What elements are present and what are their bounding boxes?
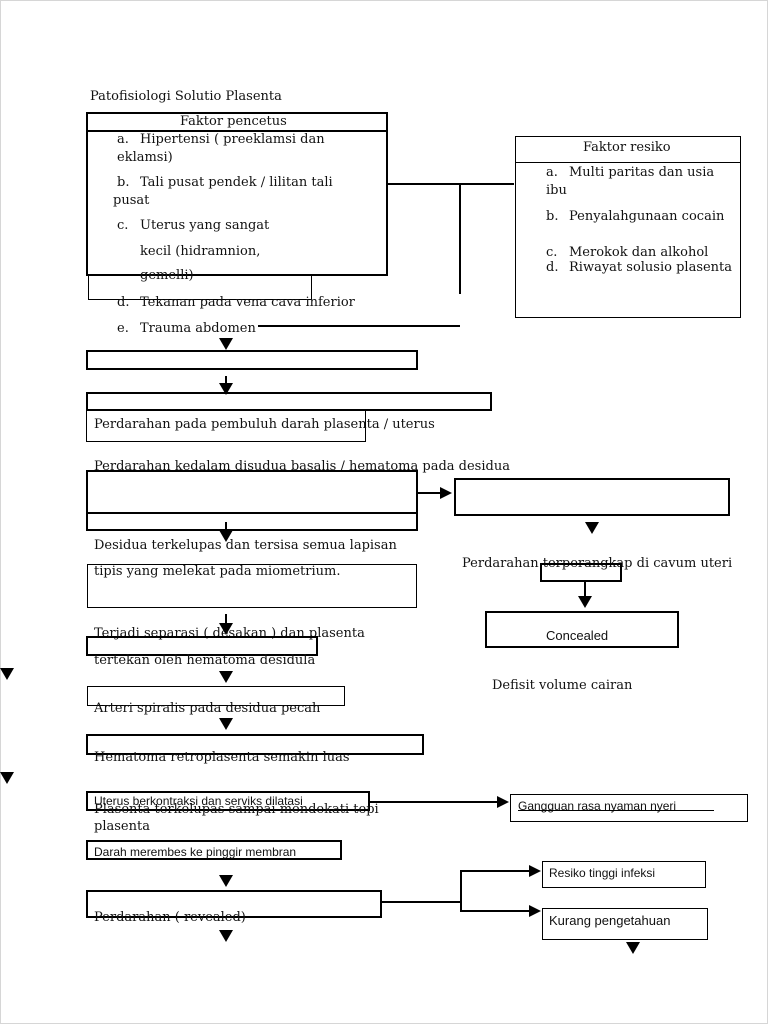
- pencetus-e-marker: e.: [117, 321, 129, 336]
- connector-line: [386, 183, 514, 185]
- resiko-c-marker: c.: [546, 245, 558, 260]
- pencetus-e-line1: Trauma abdomen: [140, 321, 256, 336]
- concealed-text: Concealed: [546, 628, 609, 643]
- arrow-down-icon: [578, 596, 592, 608]
- faktor-pencetus-lower-box: [88, 274, 312, 300]
- arrow-down-icon: [219, 930, 233, 942]
- connector-line: [225, 522, 227, 534]
- arrow-right-icon: [529, 905, 541, 917]
- gangguan-text: Gangguan rasa nyaman nyeri: [518, 799, 677, 813]
- arrow-down-icon: [626, 942, 640, 954]
- gangguan-box: [510, 794, 748, 822]
- flow-box: [86, 734, 424, 755]
- arrow-right-icon: [440, 487, 452, 499]
- uterus-kontraksi-text: Uterus berkontraksi dan serviks dilatasi: [94, 794, 303, 808]
- arrow-right-icon: [529, 865, 541, 877]
- connector-line: [462, 910, 532, 912]
- resiko-a-marker: a.: [546, 165, 558, 180]
- flow-box-empty: [86, 350, 418, 370]
- connector-line: [459, 184, 461, 294]
- darah-merembes-text: Darah merembes ke pinggir membran: [94, 845, 297, 859]
- right-flow-box: [540, 563, 622, 582]
- arrow-down-icon: [219, 718, 233, 730]
- pencetus-a-line2: eklamsi): [117, 150, 173, 165]
- flow-box: [86, 470, 418, 514]
- resiko-b-line1: Penyalahgunaan cocain: [569, 209, 725, 224]
- flow-box: [87, 686, 345, 706]
- flow-box: [86, 890, 382, 918]
- pencetus-d-line1: Tekanan pada vena cava inferior: [140, 295, 355, 310]
- flow-box: [86, 840, 342, 860]
- placenta-line1: Plasenta terkelupas sampai mendekati tep…: [94, 802, 379, 817]
- arrow-down-icon: [219, 875, 233, 887]
- resiko-c-line1: Merokok dan alkohol: [569, 245, 709, 260]
- placenta-line2: plasenta: [94, 819, 150, 834]
- connector-line: [460, 870, 462, 912]
- flow-box: [87, 564, 417, 608]
- flow-box: [86, 636, 318, 656]
- defisit-text: Defisit volume cairan: [492, 678, 633, 693]
- resiko-a-line1: Multi paritas dan usia: [569, 165, 715, 180]
- kurang-pengetahuan-text: Kurang pengetahuan: [549, 913, 671, 928]
- resiko-a-line2: ibu: [546, 183, 567, 198]
- flow-box: [86, 392, 492, 411]
- arrow-down-icon: [219, 338, 233, 350]
- pencetus-c-line3: gemelli): [140, 268, 194, 283]
- faktor-resiko-header: Faktor resiko: [583, 140, 671, 155]
- separasi-line2: tertekan oleh hematoma desidula: [94, 653, 316, 668]
- hematoma-retro-text: Hematoma retroplasenta semakin luas: [94, 750, 350, 765]
- pencetus-b-marker: b.: [117, 175, 130, 190]
- arrow-right-icon: [497, 796, 509, 808]
- resiko-b-marker: b.: [546, 209, 559, 224]
- desidua-line1: Desidua terkelupas dan tersisa semua lap…: [94, 538, 397, 553]
- pencetus-b-line1: Tali pusat pendek / lilitan tali: [140, 175, 333, 190]
- faktor-pencetus-header: Faktor pencetus: [180, 114, 287, 129]
- faktor-resiko-box: [515, 162, 741, 318]
- connector-line: [462, 870, 532, 872]
- desidua-line2: tipis yang melekat pada miometrium.: [94, 564, 341, 579]
- faktor-pencetus-box: [86, 130, 388, 276]
- arrow-down-icon: [0, 772, 14, 784]
- connector-line: [518, 810, 714, 811]
- pencetus-b-line2: pusat: [113, 193, 150, 208]
- arrow-down-icon: [219, 671, 233, 683]
- kurang-pengetahuan-box: [542, 908, 708, 940]
- right-flow-box: [454, 478, 730, 516]
- resiko-d-marker: d.: [546, 260, 559, 275]
- pencetus-c-line2: kecil (hidramnion,: [140, 244, 261, 259]
- arrow-down-icon: [219, 530, 233, 542]
- connector-line: [369, 801, 499, 803]
- pencetus-c-line1: Uterus yang sangat: [140, 218, 270, 233]
- connector-line: [225, 376, 227, 384]
- pencetus-d-marker: d.: [117, 295, 130, 310]
- resiko-infeksi-text: Resiko tinggi infeksi: [549, 866, 656, 880]
- resiko-d-line1: Riwayat solusio plasenta: [569, 260, 733, 275]
- connector-line: [225, 614, 227, 626]
- pencetus-a-line1: Hipertensi ( preeklamsi dan: [140, 132, 325, 147]
- connector-line: [380, 901, 462, 903]
- arteri-text: Arteri spiralis pada desidua pecah: [94, 701, 321, 716]
- concealed-box: [485, 611, 679, 648]
- arrow-down-icon: [585, 522, 599, 534]
- flow-box: [86, 409, 366, 442]
- perdarahan-pembuluh-text: Perdarahan pada pembuluh darah plasenta …: [94, 417, 435, 432]
- diagram-title: Patofisiologi Solutio Plasenta: [90, 89, 282, 104]
- connector-line: [416, 492, 442, 494]
- connector-line: [584, 582, 586, 596]
- connector-line: [258, 325, 460, 327]
- arrow-down-icon: [0, 668, 14, 680]
- arrow-down-icon: [219, 623, 233, 635]
- flow-box: [86, 512, 418, 531]
- perdarahan-revealed-text: Perdarahan ( revealed): [94, 910, 246, 925]
- pencetus-c-marker: c.: [117, 218, 129, 233]
- pencetus-a-marker: a.: [117, 132, 129, 147]
- resiko-infeksi-box: [542, 861, 706, 888]
